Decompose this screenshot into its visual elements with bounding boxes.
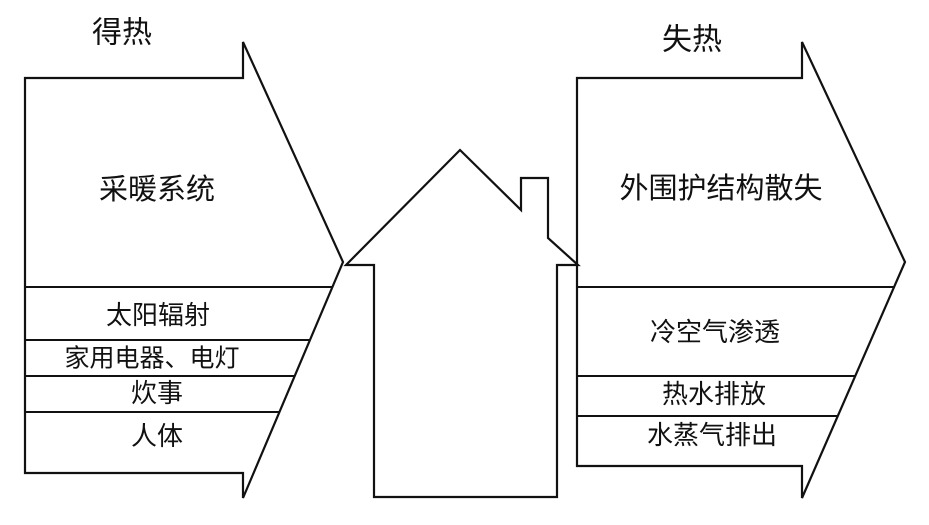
heat-gain-main-source: 采暖系统 bbox=[99, 172, 215, 206]
heat-gain-item-human: 人体 bbox=[131, 422, 183, 452]
house-outline bbox=[343, 148, 581, 499]
heat-loss-item-infiltration: 冷空气渗透 bbox=[650, 318, 780, 348]
heat-gain-arrow bbox=[23, 41, 345, 499]
heat-loss-arrow-outline bbox=[575, 41, 907, 499]
heat-gain-item-appliances: 家用电器、电灯 bbox=[64, 344, 239, 373]
heat-gain-item-cooking: 炊事 bbox=[131, 379, 183, 409]
heat-gain-item-solar: 太阳辐射 bbox=[106, 301, 210, 331]
heat-loss-item-vapor: 水蒸气排出 bbox=[647, 421, 777, 451]
heat-gain-title: 得热 bbox=[92, 16, 152, 51]
heat-loss-title: 失热 bbox=[662, 23, 722, 58]
heat-loss-item-hot-water: 热水排放 bbox=[662, 380, 766, 410]
heat-gain-arrow-outline bbox=[23, 41, 345, 499]
heat-loss-main-source: 外围护结构散失 bbox=[619, 171, 822, 205]
heat-loss-arrow bbox=[575, 41, 907, 499]
